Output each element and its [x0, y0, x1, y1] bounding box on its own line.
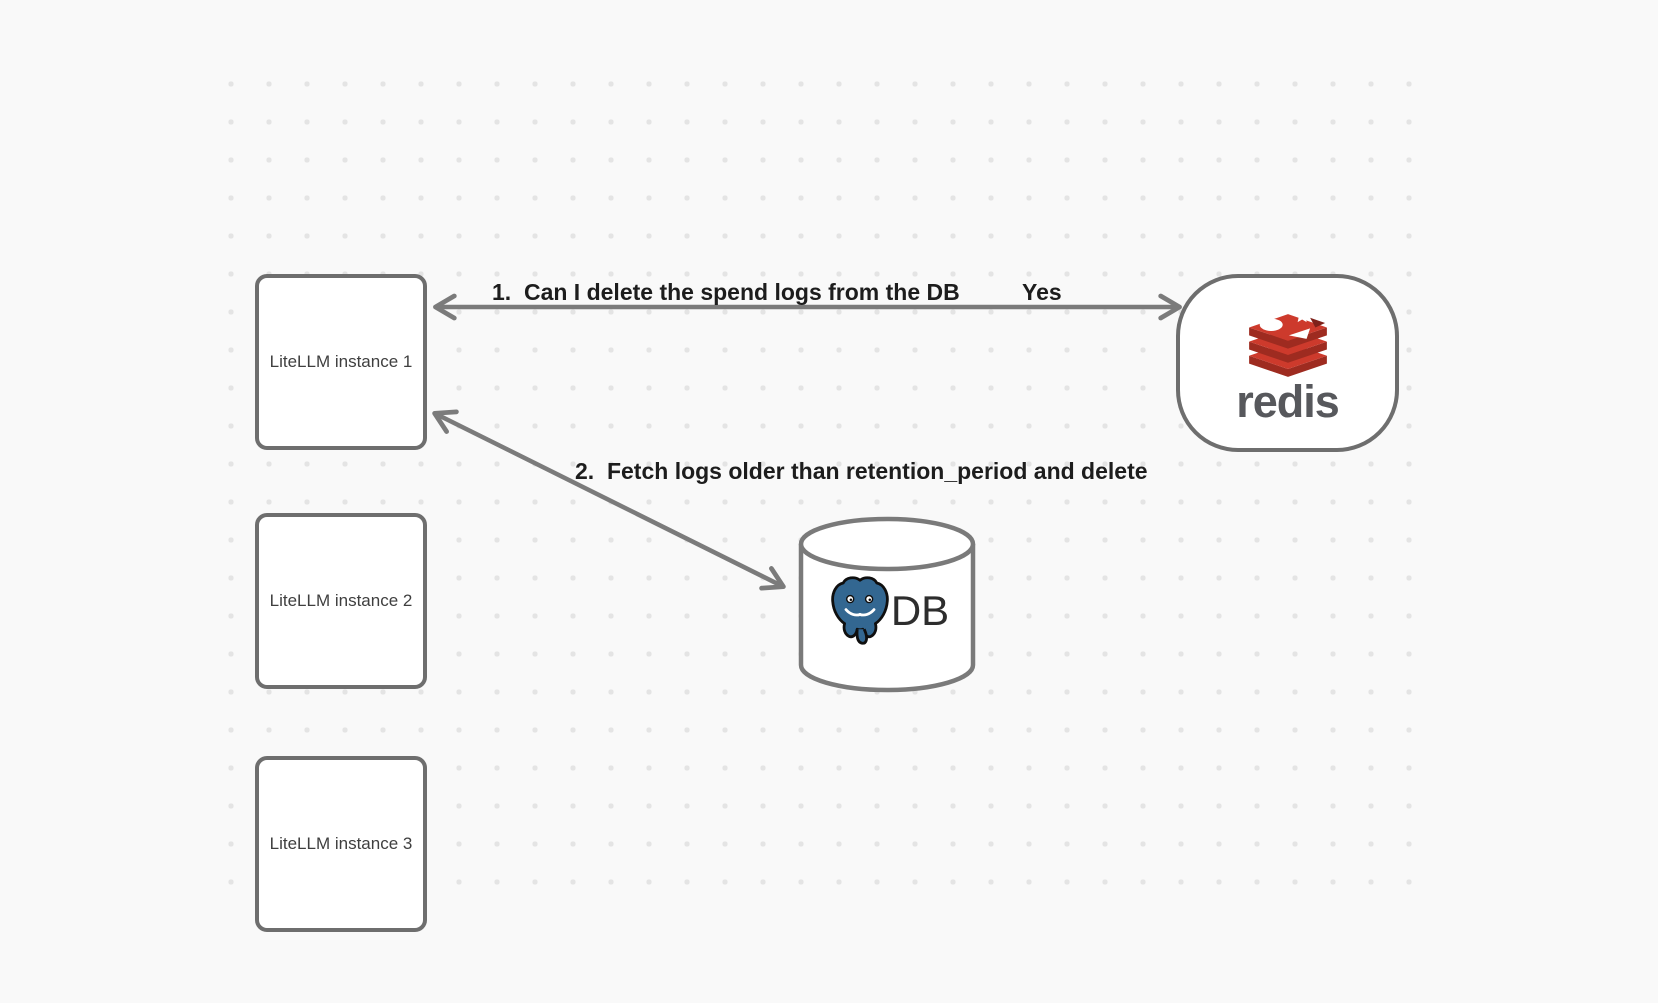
node-redis[interactable]: redis [1176, 274, 1399, 452]
db-label: DB [890, 587, 950, 634]
arrow1-label: 1. Can I delete the spend logs from the … [492, 279, 960, 305]
arrow-instance1-db[interactable] [432, 409, 786, 591]
node-label: LiteLLM instance 3 [269, 834, 413, 853]
node-litellm-instance-1[interactable]: LiteLLM instance 1 [255, 274, 427, 450]
redis-wordmark: redis [1236, 376, 1340, 427]
node-litellm-instance-2[interactable]: LiteLLM instance 2 [255, 513, 427, 689]
node-litellm-instance-3[interactable]: LiteLLM instance 3 [255, 756, 427, 932]
node-label: LiteLLM instance 2 [269, 591, 413, 610]
node-label: LiteLLM instance 1 [269, 352, 413, 371]
redis-logo-icon [1248, 308, 1327, 377]
node-database[interactable]: DB [796, 516, 978, 696]
postgresql-elephant-icon [831, 576, 889, 645]
arrow2-label: 2. Fetch logs older than retention_perio… [575, 458, 1148, 484]
arrow1-response-label: Yes [1022, 279, 1062, 305]
